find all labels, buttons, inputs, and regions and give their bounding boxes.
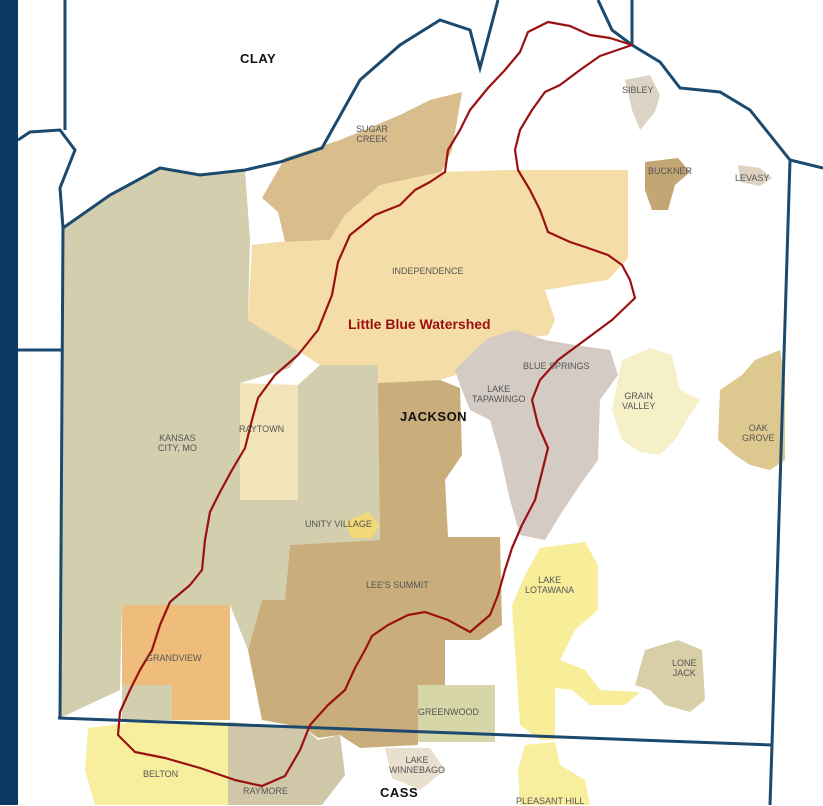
area-buckner [645,158,690,210]
city-label-kansas-city: KANSAS CITY, MO [158,433,197,454]
city-label-lees-summit: LEE'S SUMMIT [366,580,429,590]
area-kansas-city [60,168,380,718]
city-label-unity-village: UNITY VILLAGE [305,519,372,529]
area-raytown [240,383,298,500]
city-label-sugar-creek: SUGAR CREEK [356,124,389,145]
city-label-raytown: RAYTOWN [239,424,285,434]
county-line-jackson-west [58,227,65,719]
area-sugar-creek [262,92,462,242]
county-line-cass-east [768,744,774,805]
county-line-jackson-east [770,159,792,746]
area-unity-village [345,512,380,538]
city-label-oak-grove: OAK GROVE [742,423,775,444]
area-belton [85,720,230,805]
county-label-cass: CASS [380,785,419,800]
city-label-lake-lotawana: LAKE LOTAWANA [525,575,575,596]
city-label-levasy: LEVASY [735,173,770,183]
watershed-outline [116,20,637,788]
county-label-jackson: JACKSON [400,409,468,424]
area-lake-lotawana [512,542,640,740]
watershed-label: Little Blue Watershed [348,316,491,332]
map-left-frame [0,0,18,805]
area-lone-jack [635,640,705,712]
city-label-independence: INDEPENDENCE [392,266,464,276]
area-levasy [738,165,772,186]
area-kc-south-strip [122,685,172,720]
city-label-lake-winnebago: LAKE WINNEBAGO [389,755,446,776]
river-ne-segment [596,0,823,170]
city-label-pleasant-hill: PLEASANT HILL [516,796,585,806]
area-sibley [625,75,660,130]
city-label-blue-springs: BLUE SPRINGS [523,361,590,371]
area-cass-east [518,742,590,805]
city-label-raymore: RAYMORE [243,786,288,796]
area-grandview [122,605,230,720]
area-greenwood [418,685,495,742]
area-grain-valley [612,348,700,455]
city-label-sibley: SIBLEY [622,85,654,95]
county-label-clay: CLAY [240,51,277,66]
city-label-grain-valley: GRAIN VALLEY [622,391,656,412]
county-line-jackson-cass [57,716,773,747]
river-county-border [17,0,500,231]
area-lake-winnebago [385,748,445,790]
city-label-buckner: BUCKNER [648,166,693,176]
city-label-lone-jack: LONE JACK [672,658,697,679]
area-blue-springs [455,330,618,540]
city-label-grandview: GRANDVIEW [146,653,202,663]
area-independence [248,170,628,383]
city-label-lake-tapawingo: LAKE TAPAWINGO [472,384,526,405]
city-label-belton: BELTON [143,769,179,779]
city-label-greenwood: GREENWOOD [418,707,480,717]
area-oak-grove [718,350,785,470]
area-lees-summit [248,380,502,748]
